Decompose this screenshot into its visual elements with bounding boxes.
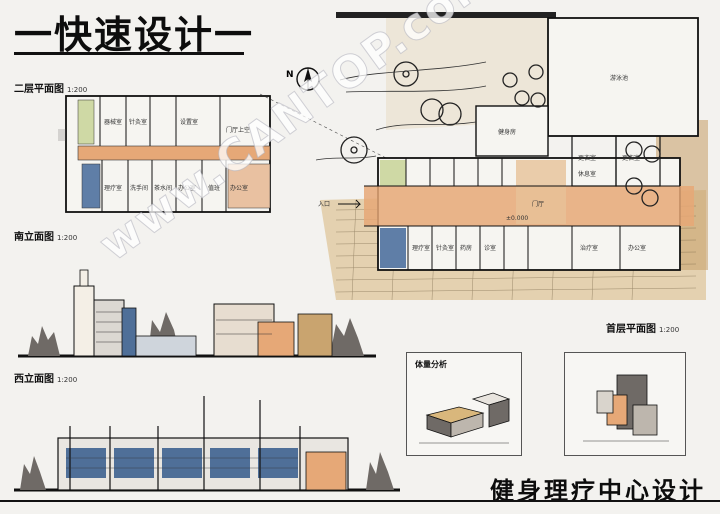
north-letter: N (286, 70, 294, 80)
massing-sketch-drawing-2 (583, 374, 669, 442)
west-elevation (14, 396, 400, 492)
title-underline (14, 52, 244, 55)
label-west-elevation-text: 西立面图 (14, 374, 54, 385)
bottom-rule (0, 500, 720, 502)
room-label: 茶水间 (154, 184, 172, 192)
room-label: 诊室 (484, 244, 496, 252)
room-label: 健身房 (498, 128, 516, 136)
room-label: 针灸室 (129, 118, 147, 126)
north-arrow-icon (296, 67, 320, 91)
label-south-elevation-scale: 1:200 (57, 234, 78, 242)
label-south-elevation-text: 南立面图 (14, 232, 54, 243)
south-elevation (18, 269, 376, 358)
room-label: 休息室 (578, 170, 596, 178)
room-label: 值班 (208, 184, 220, 192)
level-note: ±0.000 (506, 215, 528, 222)
room-label: 办公室 (628, 244, 646, 252)
massing-sketch-drawing (419, 392, 511, 444)
site-plan: 游泳池 健身房 门厅 更衣室 休息室 更衣室 理疗室 针灸室 药房 诊室 治疗室… (316, 12, 708, 301)
room-label: 游泳池 (610, 74, 628, 82)
second-floor-plan: 器械室 针灸室 设置室 门厅上空 理疗室 洗手间 茶水间 办公室 值班 办公室 (58, 95, 271, 213)
main-title: 一快速设计一 (14, 13, 255, 57)
room-label: 理疗室 (412, 244, 430, 252)
projection-lines (260, 93, 391, 161)
label-west-elevation-scale: 1:200 (57, 376, 78, 384)
room-label: 针灸室 (436, 244, 454, 252)
label-second-floor-plan-text: 二层平面图 (14, 84, 64, 95)
label-first-floor-scale: 1:200 (659, 326, 680, 334)
massing-sketch-frame: 体量分析 (406, 352, 522, 456)
entrance-arrow-icon (338, 199, 362, 209)
room-label: 办公室 (230, 184, 248, 192)
room-label: 治疗室 (580, 244, 598, 252)
room-label: 门厅上空 (226, 126, 250, 134)
massing-sketch-frame-2 (564, 352, 686, 456)
room-label: 更衣室 (622, 154, 640, 162)
room-label: 药房 (460, 244, 472, 252)
label-second-floor-scale: 1:200 (67, 86, 88, 94)
room-label: 办公室 (178, 184, 196, 192)
room-label: 设置室 (180, 118, 198, 126)
room-label: 门厅 (532, 200, 544, 208)
massing-analysis-label: 体量分析 (415, 360, 447, 369)
room-label: 器械室 (104, 118, 122, 126)
room-label: 理疗室 (104, 184, 122, 192)
room-label: 洗手间 (130, 184, 148, 192)
room-label: 更衣室 (578, 154, 596, 162)
label-first-floor-plan-text: 首层平面图 (606, 324, 656, 335)
entrance-note: 入口 (318, 201, 330, 208)
